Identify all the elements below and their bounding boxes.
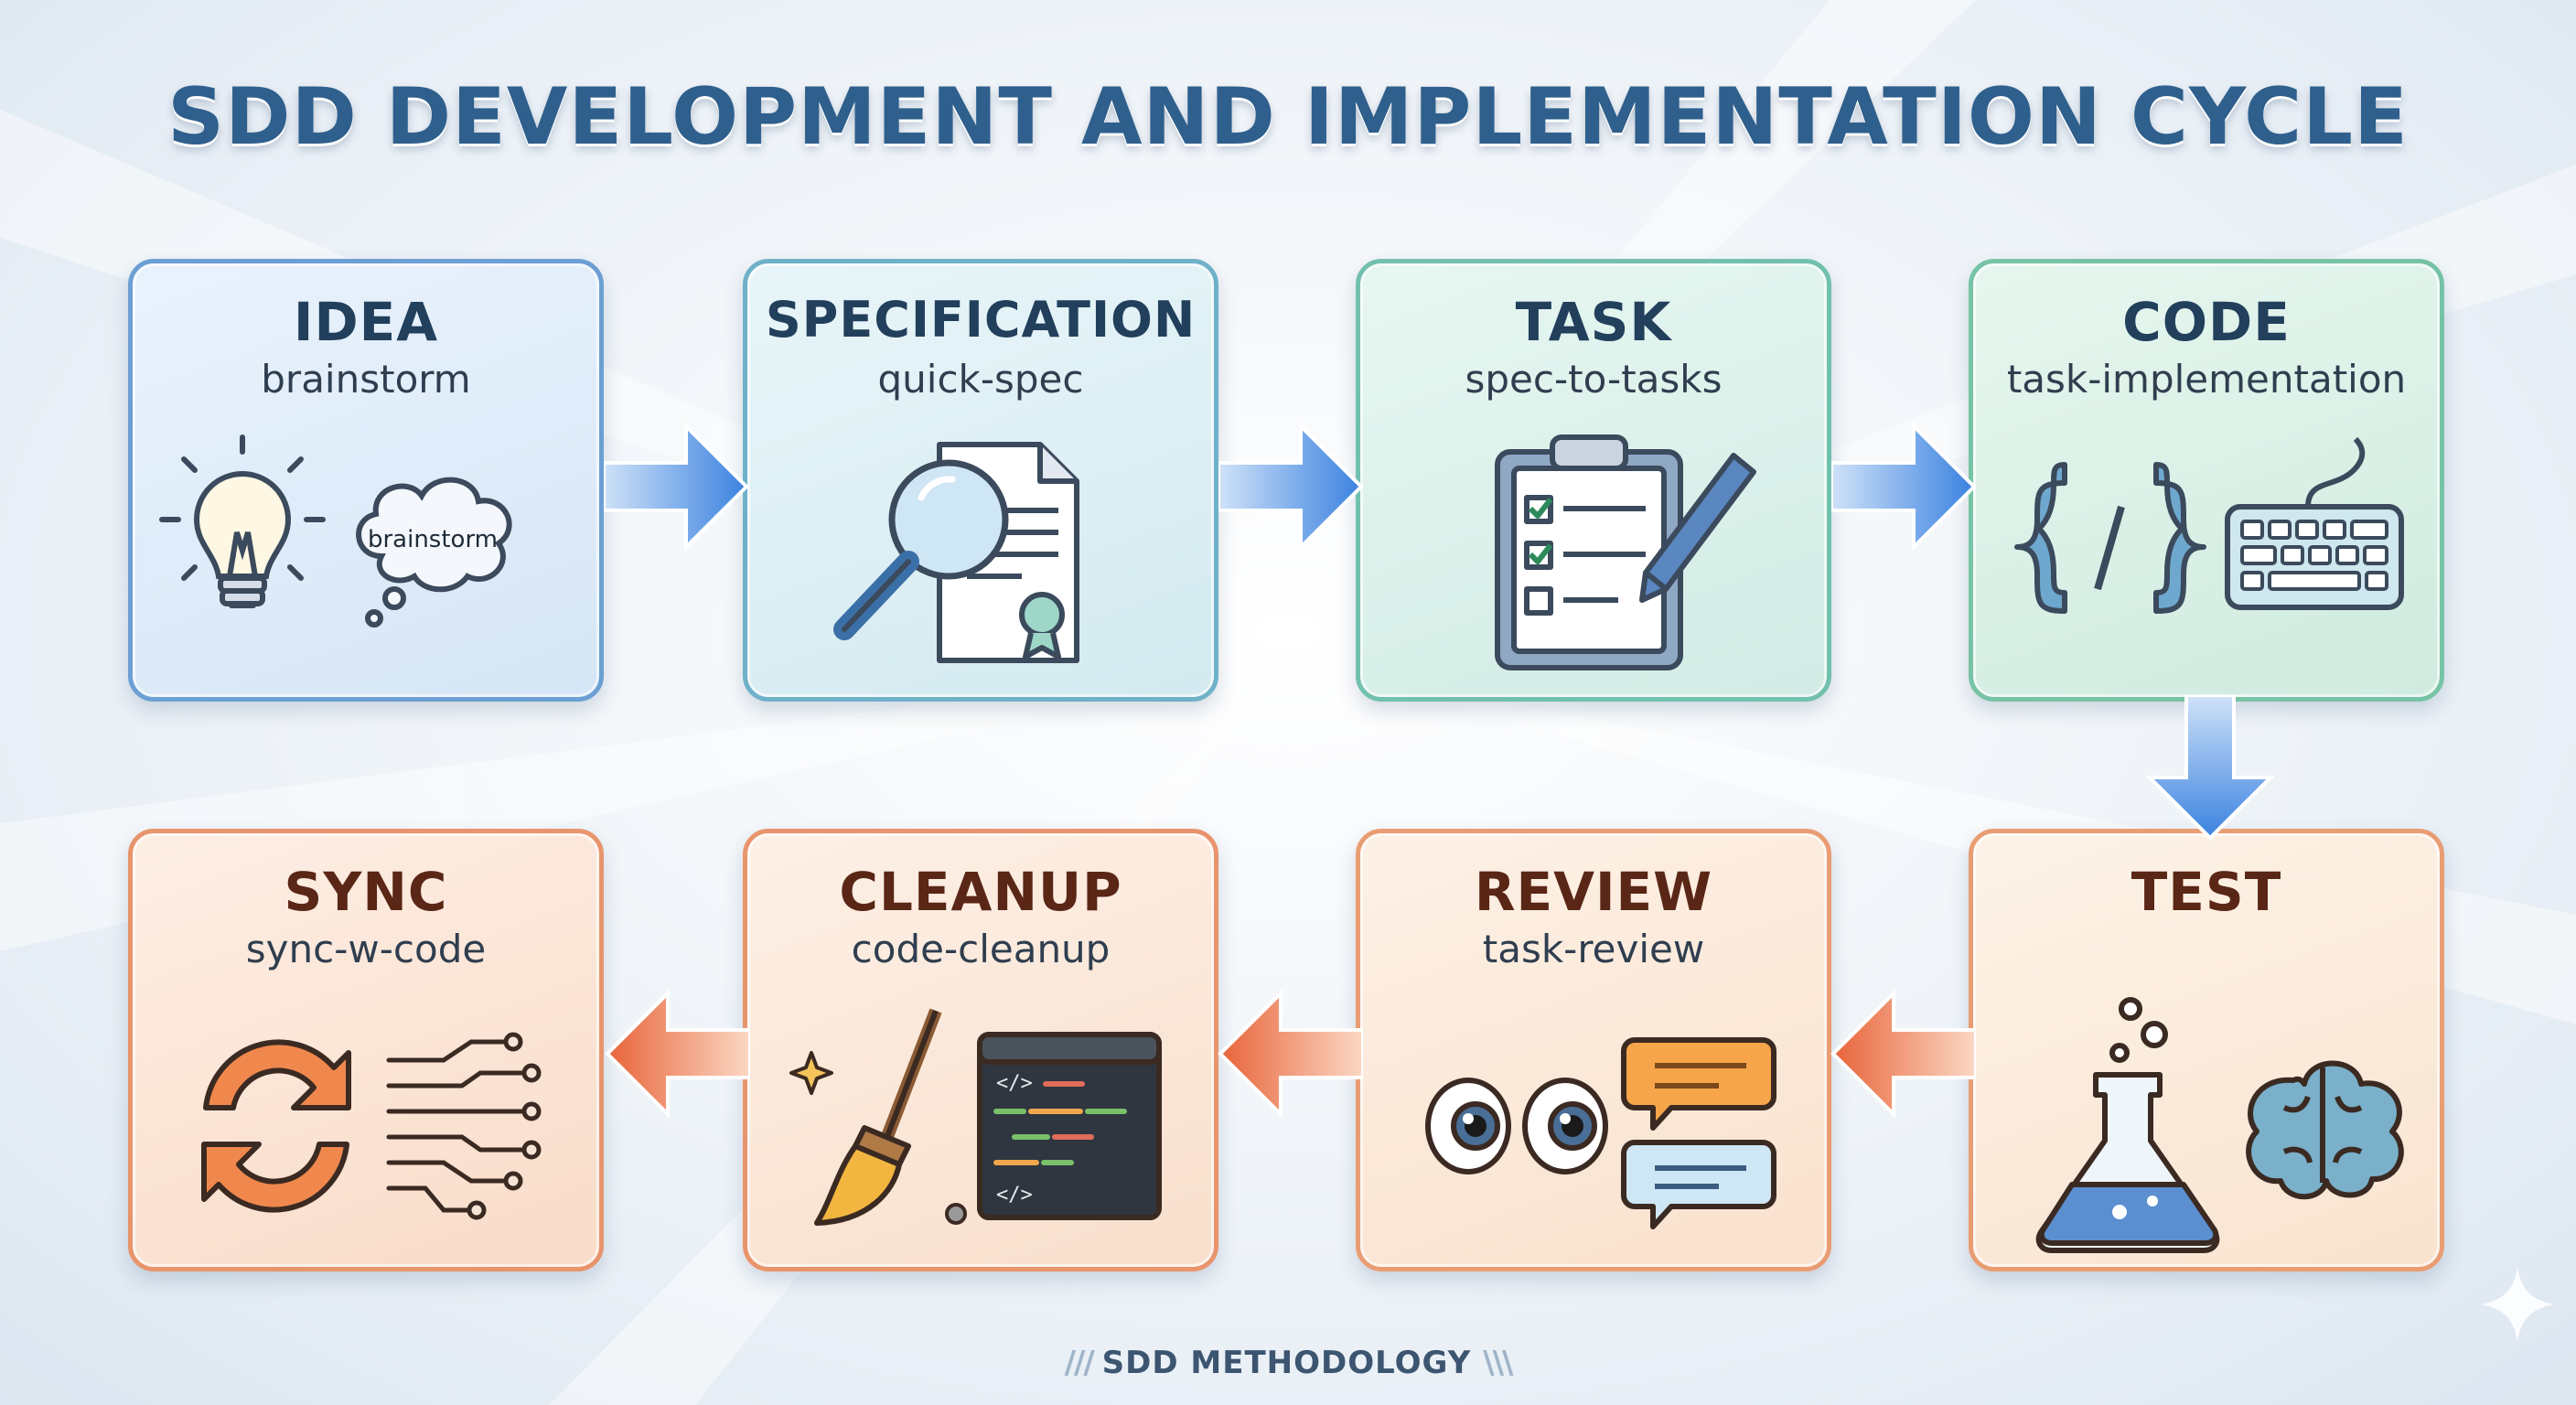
step-card-code: CODE task-implementation	[1969, 259, 2444, 702]
flow-arrow-test-to-review	[1830, 990, 1976, 1118]
brain-icon	[2246, 1060, 2404, 1200]
pen-icon	[1639, 453, 1756, 603]
flow-arrow-code-to-test	[2146, 695, 2274, 841]
flask-icon	[2035, 997, 2220, 1253]
step-title: CLEANUP	[839, 861, 1122, 923]
step-card-task: TASK spec-to-tasks	[1356, 259, 1831, 702]
step-subtitle: task-implementation	[2006, 357, 2407, 402]
step-title: TASK	[1515, 291, 1672, 353]
flow-arrow-review-to-cleanup	[1218, 990, 1363, 1118]
sync-arrows-icon	[201, 1039, 351, 1213]
step-title: REVIEW	[1474, 861, 1713, 923]
eyes-icon	[1425, 1078, 1608, 1174]
step-title: TEST	[2131, 861, 2282, 923]
footer-label: /// SDD METHODOLOGY \\\	[0, 1345, 2576, 1381]
code-window-icon: </> </>	[977, 1032, 1162, 1220]
step-card-review: REVIEW task-review	[1356, 829, 1831, 1271]
step-card-sync: SYNC sync-w-code	[128, 829, 604, 1271]
flow-arrow-idea-to-spec	[604, 423, 749, 551]
footer-slashes-left: ///	[1064, 1345, 1102, 1381]
broom-icon	[789, 1008, 967, 1226]
footer-text: SDD METHODOLOGY	[1101, 1345, 1472, 1381]
chat-bubbles-icon	[1621, 1037, 1776, 1229]
thought-cloud-label: brainstorm	[368, 526, 498, 553]
step-subtitle: brainstorm	[261, 357, 471, 402]
footer-slashes-right: \\\	[1483, 1345, 1513, 1381]
page-title: SDD DEVELOPMENT AND IMPLEMENTATION CYCLE	[167, 71, 2409, 163]
step-subtitle: task-review	[1482, 927, 1705, 971]
step-subtitle: quick-spec	[877, 357, 1084, 402]
step-subtitle: sync-w-code	[245, 927, 487, 971]
clipboard-checklist-icon	[1495, 434, 1683, 670]
step-title: SYNC	[284, 861, 448, 923]
step-title: CODE	[2122, 291, 2291, 353]
step-title: IDEA	[293, 291, 439, 353]
svg-text:</>: </>	[996, 1184, 1033, 1207]
flow-arrow-cleanup-to-sync	[605, 990, 750, 1118]
lightbulb-icon	[159, 434, 326, 608]
step-subtitle: code-cleanup	[851, 927, 1111, 971]
step-subtitle: spec-to-tasks	[1465, 357, 1723, 402]
step-card-test: TEST	[1969, 829, 2444, 1271]
magnifier-icon	[833, 459, 1009, 640]
thought-cloud-icon	[356, 477, 512, 627]
circuit-icon	[386, 1032, 542, 1220]
step-card-specification: SPECIFICATION quick-spec	[743, 259, 1218, 702]
step-card-idea: IDEA brainstorm brainstorm	[128, 259, 604, 702]
sparkle-icon	[2481, 1268, 2554, 1341]
code-braces-icon	[2014, 462, 2206, 614]
flow-arrow-task-to-code	[1831, 423, 1977, 551]
keyboard-icon	[2225, 436, 2404, 610]
step-card-cleanup: CLEANUP code-cleanup </> </>	[743, 829, 1218, 1271]
svg-text:</>: </>	[996, 1072, 1033, 1095]
step-title: SPECIFICATION	[765, 291, 1197, 349]
flow-arrow-spec-to-task	[1218, 423, 1364, 551]
